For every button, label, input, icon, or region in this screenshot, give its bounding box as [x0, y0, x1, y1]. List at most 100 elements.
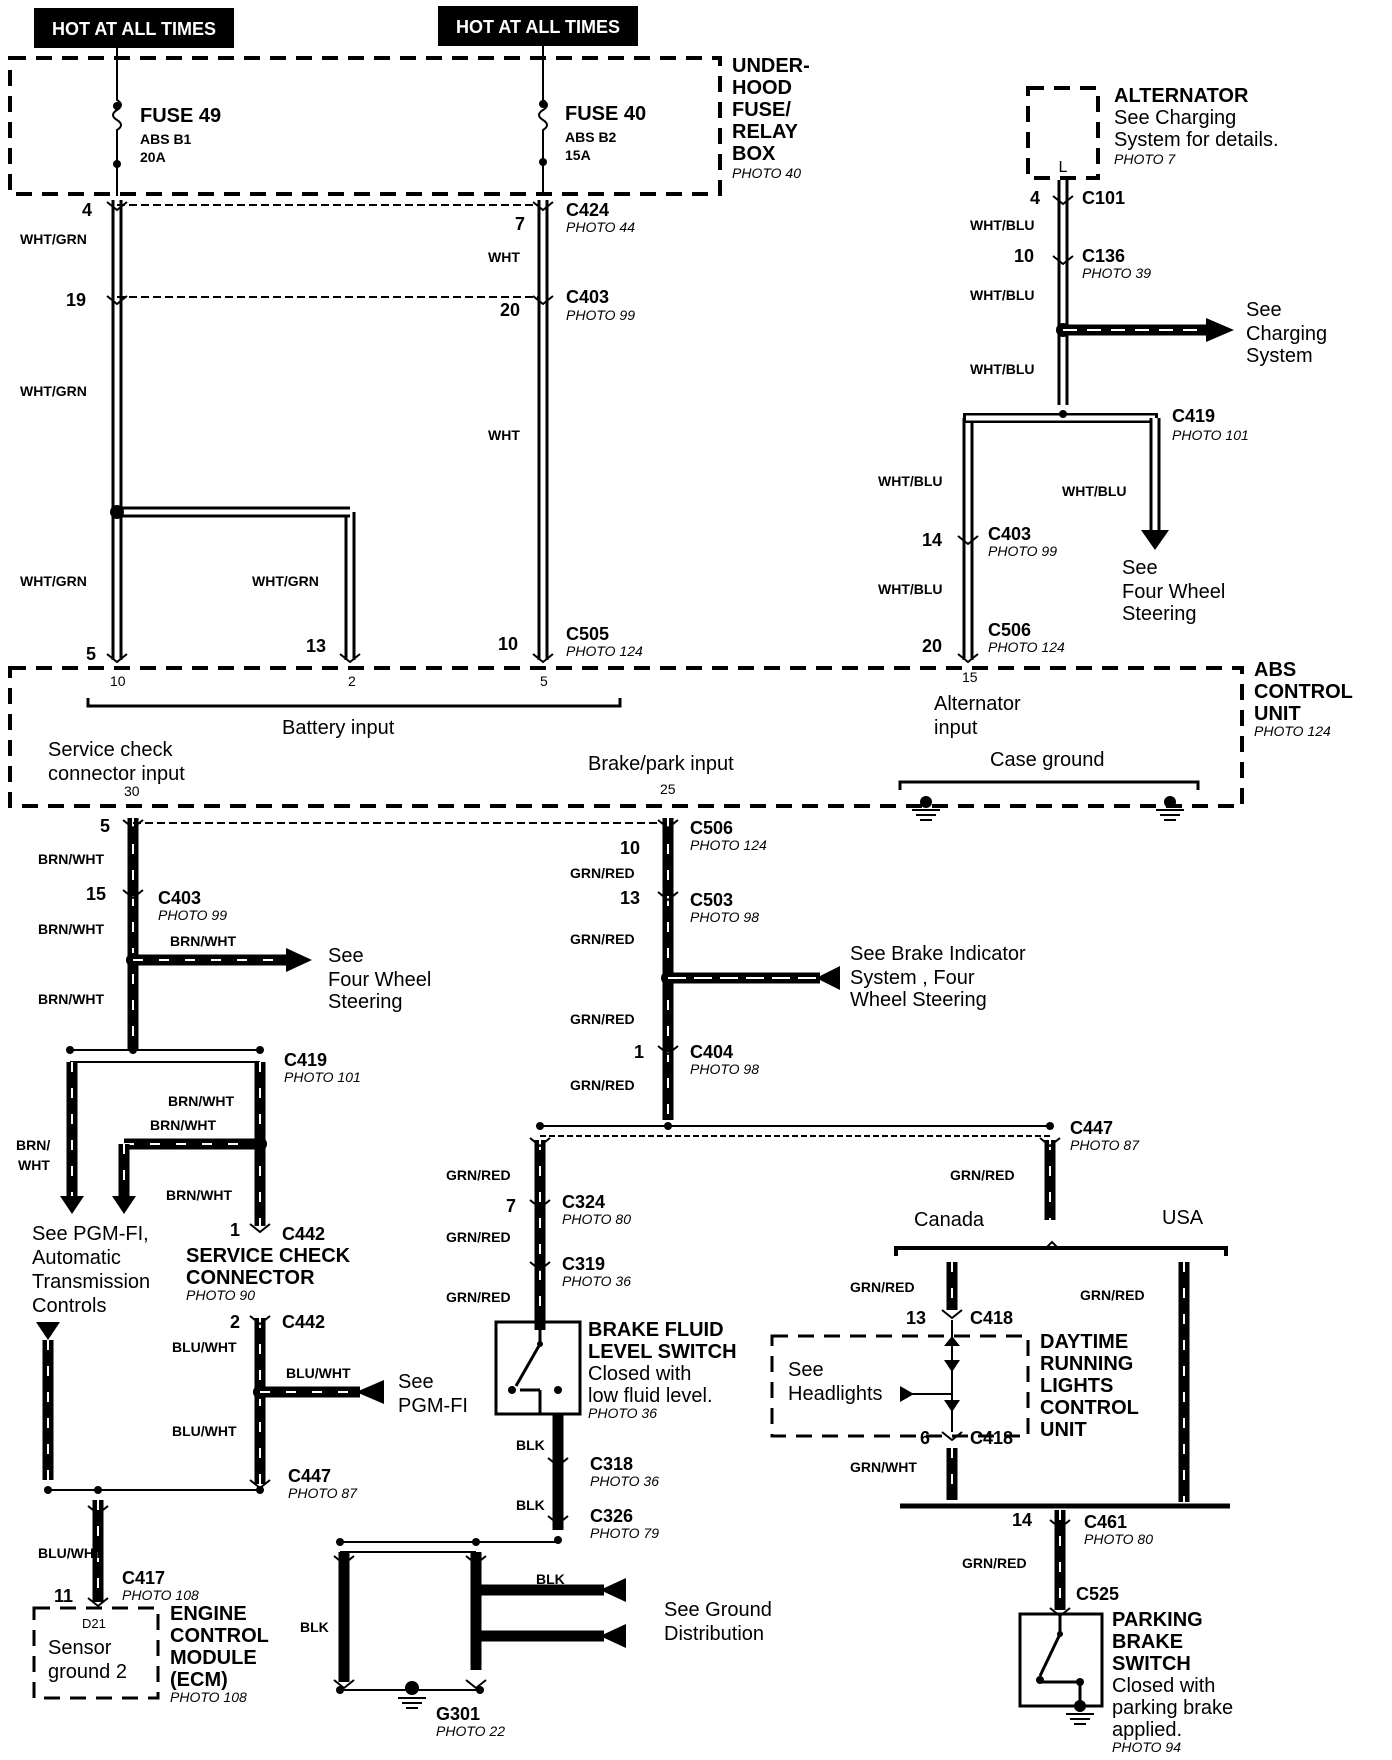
- svg-text:PHOTO 99: PHOTO 99: [566, 307, 635, 323]
- svg-text:C419: C419: [284, 1050, 327, 1070]
- wire-color-labels-brn: BRN/WHT BRN/WHT BRN/WHT BRN/WHT BRN/WHT …: [16, 851, 237, 1203]
- alternator-label: ALTERNATOR See Charging System for detai…: [1114, 85, 1279, 167]
- svg-text:WHT/BLU: WHT/BLU: [878, 581, 943, 597]
- svg-text:C319: C319: [562, 1254, 605, 1274]
- svg-text:WHT: WHT: [488, 249, 520, 265]
- svg-text:25: 25: [660, 781, 676, 797]
- fws-ref-top: See Four Wheel Steering: [1122, 557, 1225, 625]
- svg-text:C506: C506: [690, 818, 733, 838]
- svg-text:WHT/BLU: WHT/BLU: [970, 217, 1035, 233]
- svg-text:GRN/RED: GRN/RED: [570, 931, 635, 947]
- svg-text:PHOTO 40: PHOTO 40: [732, 165, 801, 181]
- svg-text:C404: C404: [690, 1042, 733, 1062]
- svg-text:UNIT: UNIT: [1040, 1419, 1087, 1441]
- svg-text:C418: C418: [970, 1428, 1013, 1448]
- svg-text:C461: C461: [1084, 1512, 1127, 1532]
- pin-labels-right: 13 6 14: [906, 1308, 1032, 1530]
- drl-control-unit: See Headlights DAYTIME RUNNING LIGHTS CO…: [770, 1320, 1139, 1441]
- fuse-49-rating: 20A: [140, 149, 166, 165]
- svg-text:GRN/WHT: GRN/WHT: [850, 1459, 917, 1475]
- svg-text:Automatic: Automatic: [32, 1247, 121, 1269]
- svg-text:C403: C403: [158, 888, 201, 908]
- alternator-terminal-l: L: [1059, 159, 1068, 176]
- ground-icon: [912, 796, 940, 821]
- pgm-fi-ref: See PGM-FI, Automatic Transmission Contr…: [32, 1223, 150, 1340]
- service-check-connector-label: SERVICE CHECK CONNECTOR PHOTO 90: [186, 1245, 351, 1303]
- svg-text:PHOTO 87: PHOTO 87: [1070, 1137, 1140, 1153]
- svg-text:5: 5: [540, 673, 548, 689]
- wire-wht-blu-alt: [962, 180, 1169, 660]
- svg-text:BRN/WHT: BRN/WHT: [166, 1187, 233, 1203]
- wire-color-labels-blk: BLK BLK BLK BLK: [300, 1437, 565, 1635]
- pin-labels-center: 10 13 1 7: [506, 838, 644, 1216]
- canada-usa-brace: [894, 1240, 1228, 1256]
- svg-text:PHOTO 108: PHOTO 108: [170, 1689, 247, 1705]
- svg-text:FUSE/: FUSE/: [732, 99, 791, 121]
- svg-text:WHT/GRN: WHT/GRN: [20, 573, 87, 589]
- svg-text:MODULE: MODULE: [170, 1647, 257, 1669]
- wire-color-labels-alt: WHT/BLU WHT/BLU WHT/BLU WHT/BLU WHT/BLU …: [878, 217, 1127, 597]
- svg-text:Transmission: Transmission: [32, 1271, 150, 1293]
- svg-text:CONTROL: CONTROL: [1254, 681, 1353, 703]
- svg-text:1: 1: [634, 1042, 644, 1062]
- svg-text:PHOTO 108: PHOTO 108: [122, 1587, 199, 1603]
- svg-text:CONTROL: CONTROL: [170, 1625, 269, 1647]
- svg-text:Four Wheel: Four Wheel: [1122, 581, 1225, 603]
- svg-text:HOOD: HOOD: [732, 77, 792, 99]
- svg-text:20: 20: [500, 300, 520, 320]
- svg-text:C326: C326: [590, 1506, 633, 1526]
- svg-text:WHT/BLU: WHT/BLU: [970, 361, 1035, 377]
- connector-labels-brn: C403 PHOTO 99 C419 PHOTO 101 C442: [158, 888, 361, 1244]
- parking-brake-switch: PARKING BRAKE SWITCH Closed with parking…: [1018, 1609, 1233, 1755]
- svg-text:WHT: WHT: [18, 1157, 50, 1173]
- wire-color-labels-blu: BLU/WHT BLU/WHT BLU/WHT BLU/WHT: [38, 1339, 351, 1561]
- connector-marks-center: [529, 819, 1061, 1272]
- ecm: D21 Sensor ground 2 ENGINE CONTROL MODUL…: [32, 1603, 269, 1705]
- svg-text:BRAKE FLUID: BRAKE FLUID: [588, 1319, 724, 1341]
- svg-text:(ECM): (ECM): [170, 1669, 228, 1691]
- svg-text:10: 10: [1014, 246, 1034, 266]
- alternator-input-label: Alternator: [934, 693, 1021, 715]
- svg-text:PARKING: PARKING: [1112, 1609, 1203, 1631]
- svg-text:DAYTIME: DAYTIME: [1040, 1331, 1128, 1353]
- svg-text:10: 10: [498, 634, 518, 654]
- connector-labels-right: C418 C418 C461 PHOTO 80 C525: [970, 1308, 1153, 1604]
- svg-text:WHT/BLU: WHT/BLU: [970, 287, 1035, 303]
- svg-text:15: 15: [962, 669, 978, 685]
- svg-text:GRN/RED: GRN/RED: [570, 1011, 635, 1027]
- svg-text:GRN/RED: GRN/RED: [446, 1167, 511, 1183]
- svg-text:See Ground: See Ground: [664, 1599, 772, 1621]
- svg-text:C101: C101: [1082, 188, 1125, 208]
- wire-blk: [336, 1414, 626, 1709]
- svg-text:Steering: Steering: [1122, 603, 1197, 625]
- svg-text:PHOTO 99: PHOTO 99: [988, 543, 1057, 559]
- svg-text:GRN/RED: GRN/RED: [1080, 1287, 1145, 1303]
- service-check-input-label: Service check: [48, 739, 173, 761]
- svg-text:Controls: Controls: [32, 1295, 106, 1317]
- svg-text:14: 14: [922, 530, 942, 550]
- case-ground-label: Case ground: [990, 749, 1105, 771]
- svg-text:BOX: BOX: [732, 143, 776, 165]
- svg-text:C324: C324: [562, 1192, 605, 1212]
- svg-text:PHOTO 98: PHOTO 98: [690, 909, 759, 925]
- svg-text:C506: C506: [988, 620, 1031, 640]
- svg-text:PHOTO 36: PHOTO 36: [588, 1405, 657, 1421]
- svg-text:System for details.: System for details.: [1114, 129, 1279, 151]
- fuse-40-label: FUSE 40: [565, 103, 646, 125]
- svg-text:6: 6: [920, 1428, 930, 1448]
- svg-text:20: 20: [922, 636, 942, 656]
- svg-text:1: 1: [230, 1220, 240, 1240]
- svg-text:BLU/WHT: BLU/WHT: [172, 1423, 237, 1439]
- svg-text:WHT/GRN: WHT/GRN: [252, 573, 319, 589]
- svg-text:PHOTO 124: PHOTO 124: [1254, 723, 1331, 739]
- svg-text:C447: C447: [288, 1466, 331, 1486]
- abs-pin-labels: 10 2 5 15 30 25: [110, 669, 978, 799]
- fuse-49-label: FUSE 49: [140, 105, 221, 127]
- svg-text:BRAKE: BRAKE: [1112, 1631, 1183, 1653]
- svg-text:PHOTO 124: PHOTO 124: [690, 837, 767, 853]
- svg-text:RELAY: RELAY: [732, 121, 799, 143]
- svg-text:LEVEL SWITCH: LEVEL SWITCH: [588, 1341, 737, 1363]
- svg-text:15: 15: [86, 884, 106, 904]
- svg-text:See: See: [788, 1359, 824, 1381]
- svg-text:System: System: [1246, 345, 1313, 367]
